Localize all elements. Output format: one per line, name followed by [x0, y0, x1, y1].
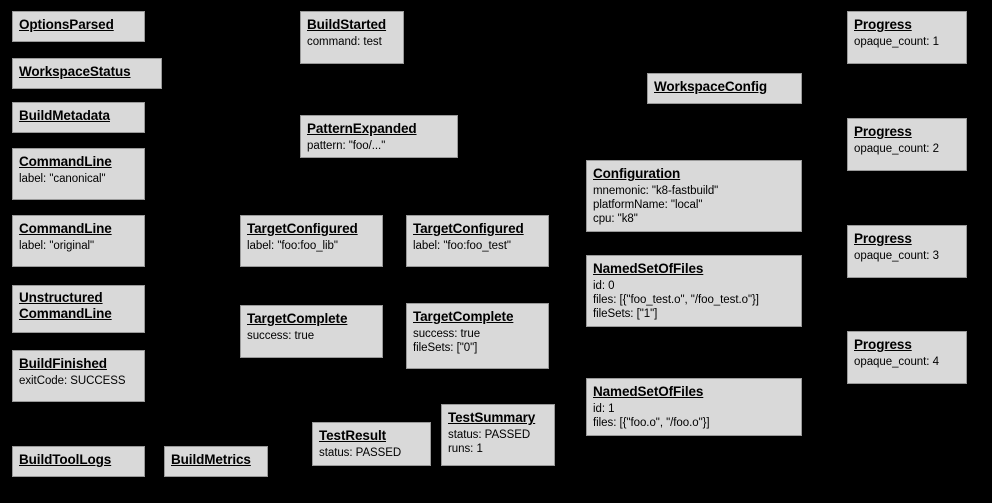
node-fields: opaque_count: 1 [854, 36, 939, 48]
node-title: WorkspaceStatus [19, 64, 131, 79]
node-fields: opaque_count: 4 [854, 356, 939, 368]
node-progress-1[interactable]: Progress opaque_count: 1 [847, 11, 967, 64]
node-target-configured-test[interactable]: TargetConfigured label: "foo:foo_test" [406, 215, 549, 267]
node-title: BuildStarted [307, 17, 387, 32]
node-configuration[interactable]: Configuration mnemonic: "k8-fastbuild" pl… [586, 160, 802, 232]
node-fields: label: "original" [19, 240, 95, 252]
node-title: OptionsParsed [19, 17, 114, 32]
node-fields: command: test [307, 36, 382, 48]
node-title: TargetConfigured [247, 221, 358, 236]
node-title: BuildFinished [19, 356, 107, 371]
node-title: TestResult [319, 428, 387, 443]
node-fields: pattern: "foo/..." [307, 140, 386, 152]
node-title: PatternExpanded [307, 121, 417, 136]
node-workspace-status[interactable]: WorkspaceStatus [12, 58, 162, 89]
node-fields: exitCode: SUCCESS [19, 375, 126, 387]
node-title: BuildToolLogs [19, 452, 112, 467]
node-fields: label: "foo:foo_test" [413, 240, 511, 252]
node-target-complete-test[interactable]: TargetComplete success: true fileSets: ["… [406, 303, 549, 369]
node-fields: mnemonic: "k8-fastbuild" platformName: "… [593, 185, 719, 225]
node-title: TargetConfigured [413, 221, 524, 236]
node-title: Progress [854, 124, 912, 139]
node-title: CommandLine [19, 154, 112, 169]
node-title: Progress [854, 17, 912, 32]
node-title: NamedSetOfFiles [593, 261, 704, 276]
node-build-started[interactable]: BuildStarted command: test [300, 11, 404, 64]
node-fields: opaque_count: 2 [854, 143, 939, 155]
node-fields: success: true fileSets: ["0"] [413, 328, 481, 354]
node-command-line-canonical[interactable]: CommandLine label: "canonical" [12, 148, 145, 200]
node-named-set-of-files-0[interactable]: NamedSetOfFiles id: 0 files: [{"foo_test.… [586, 255, 802, 327]
node-unstructured-cmdline[interactable]: Unstructured CommandLine [12, 285, 145, 333]
node-build-metadata[interactable]: BuildMetadata [12, 102, 145, 133]
node-fields: status: PASSED runs: 1 [448, 429, 531, 455]
node-fields: label: "foo:foo_lib" [247, 240, 338, 252]
node-fields: status: PASSED [319, 447, 402, 459]
node-title: Progress [854, 231, 912, 246]
node-title: Unstructured CommandLine [19, 290, 112, 321]
node-named-set-of-files-1[interactable]: NamedSetOfFiles id: 1 files: [{"foo.o", "… [586, 378, 802, 436]
node-fields: success: true [247, 330, 315, 342]
node-build-finished[interactable]: BuildFinished exitCode: SUCCESS [12, 350, 145, 402]
node-title: WorkspaceConfig [654, 79, 768, 94]
node-test-result[interactable]: TestResult status: PASSED [312, 422, 431, 466]
node-fields: opaque_count: 3 [854, 250, 939, 262]
node-title: BuildMetadata [19, 108, 110, 123]
node-build-tool-logs[interactable]: BuildToolLogs [12, 446, 145, 477]
node-title: NamedSetOfFiles [593, 384, 704, 399]
node-fields: label: "canonical" [19, 173, 106, 185]
node-title: TargetComplete [413, 309, 514, 324]
node-title: TargetComplete [247, 311, 348, 326]
node-fields: id: 0 files: [{"foo_test.o", "/foo_test.… [593, 280, 759, 320]
node-title: CommandLine [19, 221, 112, 236]
node-options-parsed[interactable]: OptionsParsed [12, 11, 145, 42]
node-test-summary[interactable]: TestSummary status: PASSED runs: 1 [441, 404, 555, 466]
node-title: BuildMetrics [171, 452, 251, 467]
node-pattern-expanded[interactable]: PatternExpanded pattern: "foo/..." [300, 115, 458, 158]
node-target-configured-lib[interactable]: TargetConfigured label: "foo:foo_lib" [240, 215, 383, 267]
node-progress-4[interactable]: Progress opaque_count: 4 [847, 331, 967, 384]
node-title: Progress [854, 337, 912, 352]
node-workspace-config[interactable]: WorkspaceConfig [647, 73, 802, 104]
node-progress-2[interactable]: Progress opaque_count: 2 [847, 118, 967, 171]
node-build-metrics[interactable]: BuildMetrics [164, 446, 268, 477]
node-fields: id: 1 files: [{"foo.o", "/foo.o"}] [593, 403, 710, 429]
node-title: TestSummary [448, 410, 536, 425]
node-title: Configuration [593, 166, 681, 181]
node-progress-3[interactable]: Progress opaque_count: 3 [847, 225, 967, 278]
node-command-line-original[interactable]: CommandLine label: "original" [12, 215, 145, 267]
node-target-complete-lib[interactable]: TargetComplete success: true [240, 305, 383, 358]
